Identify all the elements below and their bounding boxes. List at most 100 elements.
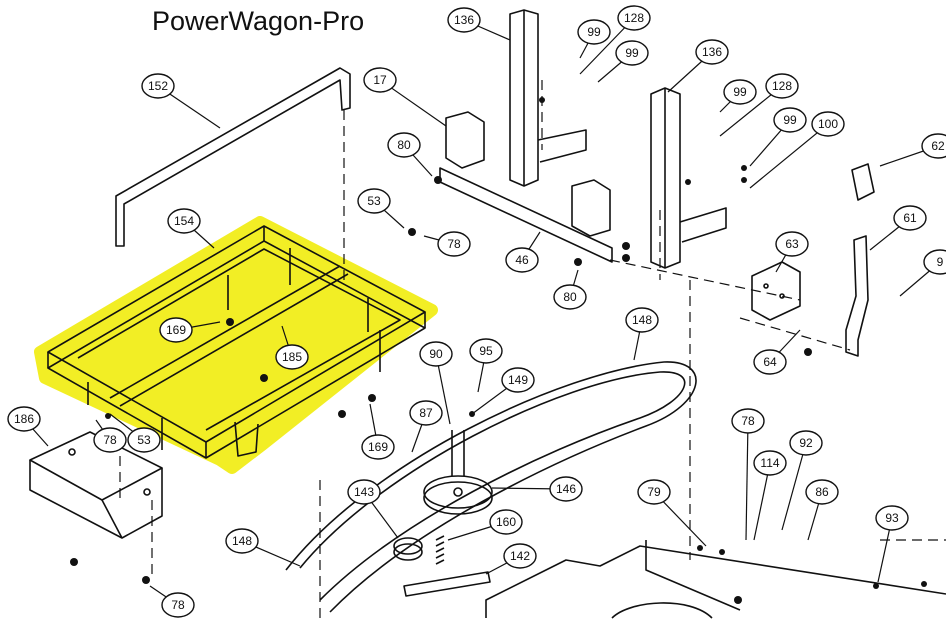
callout-100: 100 (811, 111, 845, 137)
callout-label: 136 (454, 13, 474, 27)
callout-63: 63 (775, 231, 809, 257)
callout-label: 78 (103, 433, 117, 447)
callout-bubble (361, 434, 395, 460)
callout-label: 143 (354, 485, 374, 499)
handle-152 (115, 67, 351, 247)
callout-label: 78 (447, 237, 461, 251)
leader-line-92 (781, 442, 807, 531)
callout-bubble (921, 133, 946, 159)
callout-169: 169 (361, 434, 395, 460)
callout-92: 92 (789, 430, 823, 456)
callout-bubble (775, 231, 809, 257)
callout-146: 146 (549, 476, 583, 502)
callout-bubble (923, 249, 946, 275)
callout-bubble (617, 5, 651, 31)
callout-bubble (469, 338, 503, 364)
callout-186: 186 (7, 406, 41, 432)
callout-128: 128 (765, 73, 799, 99)
callout-46: 46 (505, 247, 539, 273)
callout-bubble (789, 430, 823, 456)
callout-label: 154 (174, 214, 194, 228)
callout-143: 143 (347, 479, 381, 505)
callout-78: 78 (93, 427, 127, 453)
callout-label: 62 (931, 139, 945, 153)
pulley-143 (393, 537, 423, 561)
callout-label: 63 (785, 237, 799, 251)
callout-bubble (893, 205, 927, 231)
callout-label: 136 (702, 45, 722, 59)
callout-label: 46 (515, 253, 529, 267)
callout-bubble (225, 528, 259, 554)
callout-label: 78 (741, 414, 755, 428)
callout-label: 90 (429, 347, 443, 361)
callout-136: 136 (695, 39, 729, 65)
callout-label: 17 (373, 73, 387, 87)
callout-99: 99 (615, 40, 649, 66)
callout-160: 160 (489, 509, 523, 535)
belt-148-upper (299, 371, 686, 601)
pad-62 (851, 163, 875, 201)
callout-label: 9 (937, 255, 944, 269)
callout-label: 169 (368, 440, 388, 454)
callout-154: 154 (167, 208, 201, 234)
hardware (70, 97, 927, 604)
deck (485, 540, 946, 619)
callout-bubble (753, 349, 787, 375)
callout-bubble (387, 132, 421, 158)
callout-79: 79 (637, 479, 671, 505)
callout-label: 185 (282, 350, 302, 364)
leader-line-78 (745, 420, 749, 541)
diagram-title: PowerWagon-Pro (152, 6, 365, 36)
callout-label: 64 (763, 355, 777, 369)
callout-17: 17 (363, 67, 397, 93)
callout-9: 9 (923, 249, 946, 275)
callout-bubble (447, 7, 481, 33)
callout-99: 99 (773, 107, 807, 133)
leader-line-100 (749, 123, 829, 189)
callout-bubble (553, 284, 587, 310)
leader-line-114 (753, 462, 771, 541)
callout-53: 53 (127, 427, 161, 453)
callout-bubble (805, 479, 839, 505)
callout-bubble (723, 79, 757, 105)
callout-90: 90 (419, 341, 453, 367)
callout-label: 79 (647, 485, 661, 499)
callout-128: 128 (617, 5, 651, 31)
frame-154 (47, 225, 426, 459)
callout-78: 78 (731, 408, 765, 434)
callout-label: 80 (397, 138, 411, 152)
callout-label: 87 (419, 406, 433, 420)
callout-64: 64 (753, 349, 787, 375)
callout-53: 53 (357, 188, 391, 214)
callout-bubble (409, 400, 443, 426)
callout-bubble (419, 341, 453, 367)
alignment-lines (119, 80, 946, 618)
callout-bubble (167, 208, 201, 234)
callout-bubble (773, 107, 807, 133)
frame-highlight (34, 216, 438, 474)
callout-label: 78 (171, 598, 185, 612)
callout-bubble (615, 40, 649, 66)
callout-label: 148 (232, 534, 252, 548)
callout-bubble (363, 67, 397, 93)
spring-160 (435, 535, 445, 565)
callout-label: 99 (587, 25, 601, 39)
callout-bubble (753, 450, 787, 476)
callout-bubble (357, 188, 391, 214)
callout-87: 87 (409, 400, 443, 426)
box-186 (29, 431, 163, 539)
callout-114: 114 (753, 450, 787, 476)
callout-label: 99 (625, 46, 639, 60)
callout-bubble (765, 73, 799, 99)
callout-label: 100 (818, 117, 838, 131)
callout-bubble (161, 592, 195, 618)
callout-label: 61 (903, 211, 917, 225)
callout-label: 169 (166, 323, 186, 337)
callout-78: 78 (437, 231, 471, 257)
callout-label: 128 (624, 11, 644, 25)
callout-bubble (625, 307, 659, 333)
callout-bubble (275, 344, 309, 370)
